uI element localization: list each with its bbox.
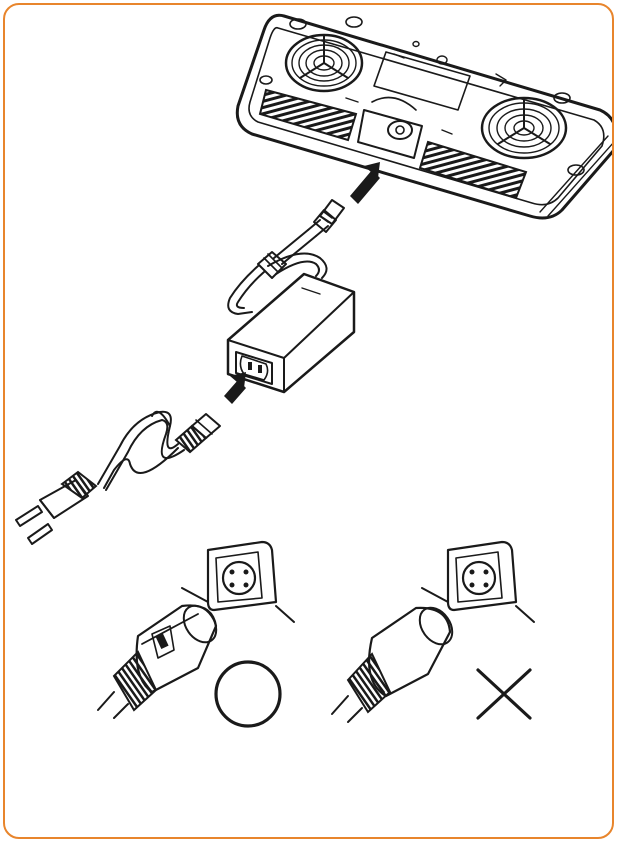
wall-plug xyxy=(16,472,96,544)
ac-power-cord xyxy=(16,412,220,544)
power-input-port xyxy=(358,98,422,159)
right-fan-grille xyxy=(482,98,566,158)
connection-diagram xyxy=(5,5,614,839)
left-vent xyxy=(260,90,356,140)
illustration-frame xyxy=(3,3,614,839)
device-underside xyxy=(237,15,614,218)
circle-icon xyxy=(216,662,280,726)
ac-adapter xyxy=(228,274,354,392)
incorrect-plug xyxy=(332,602,459,722)
left-fan-grille xyxy=(286,35,362,91)
correct-plug xyxy=(98,600,223,718)
correct-connection-example xyxy=(98,542,294,726)
incorrect-connection-example xyxy=(332,542,534,722)
dc-plug-cable xyxy=(228,200,344,314)
c7-connector xyxy=(176,414,220,452)
cross-icon xyxy=(478,670,530,718)
